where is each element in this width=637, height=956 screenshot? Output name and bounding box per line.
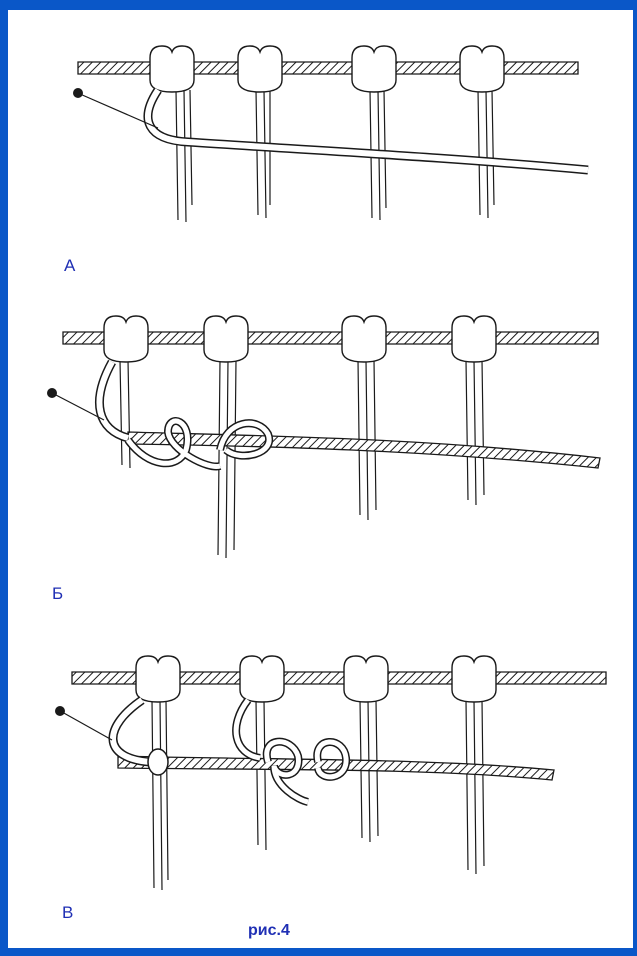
panel-a-label: А [64,256,75,276]
figure-caption: рис.4 [248,922,290,940]
panel-c-drawing [55,656,606,890]
panel-c-label: В [62,903,73,923]
panel-a-drawing [73,46,588,222]
panel-b-label: Б [52,584,63,604]
illustration-frame: А Б В рис.4 [8,10,633,948]
macrame-knot-diagram [8,10,633,948]
panel-b-drawing [47,316,600,558]
